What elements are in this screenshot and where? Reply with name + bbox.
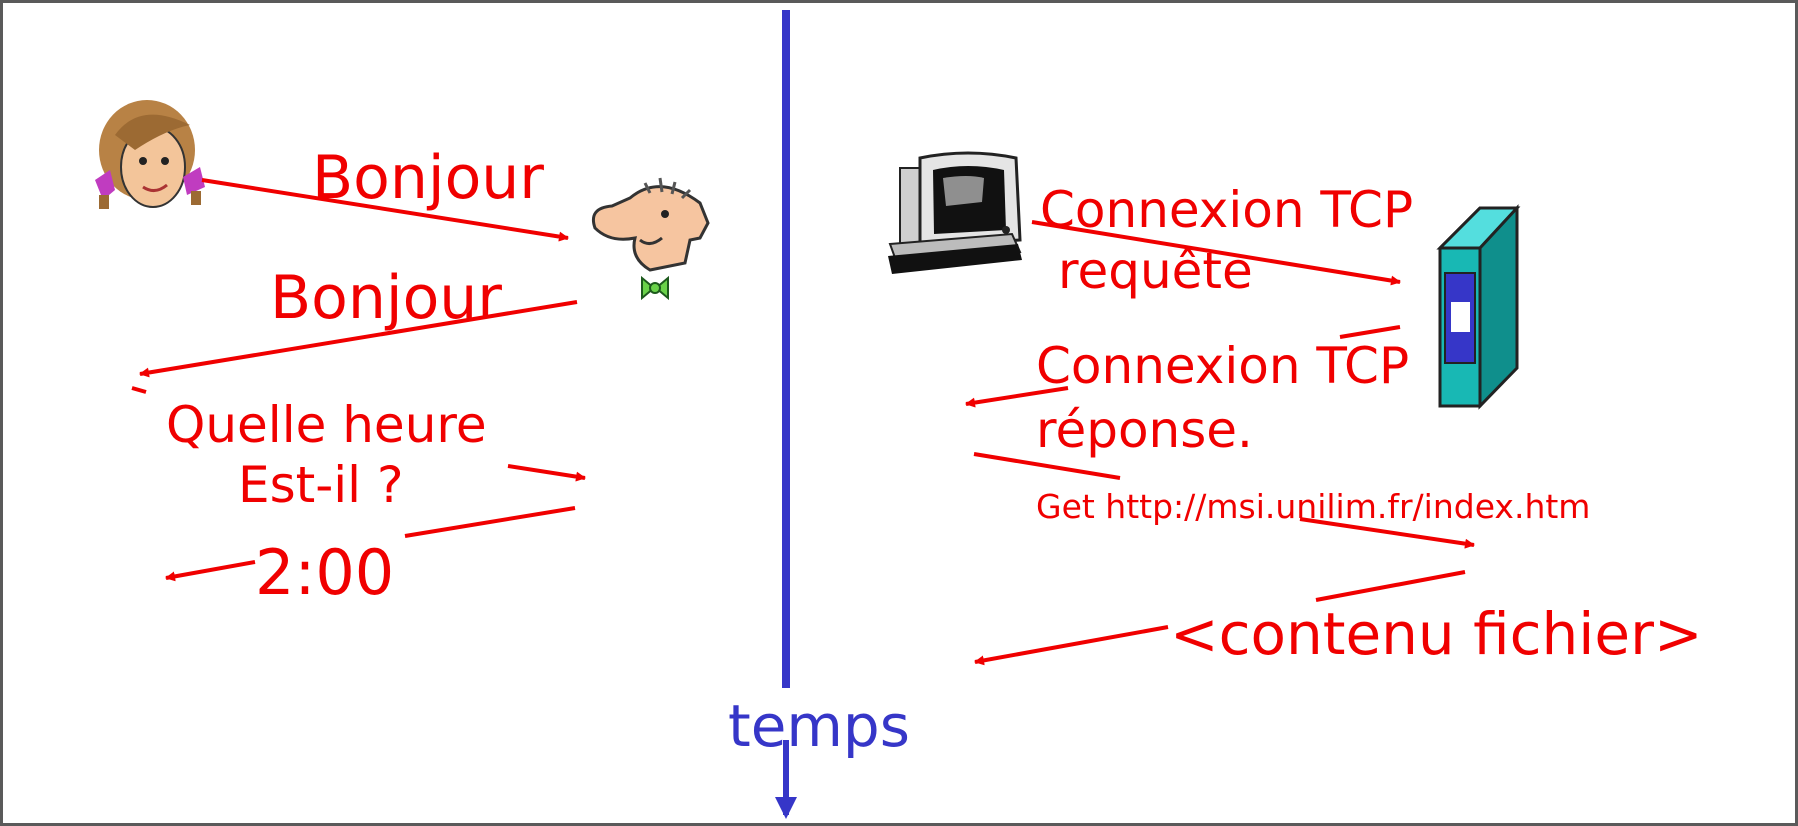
message-label-question-line1: Quelle heure: [166, 396, 487, 454]
woman-face-icon: [95, 100, 205, 209]
message-label-get-request: Get http://msi.unilim.fr/index.htm: [1036, 487, 1590, 526]
message-arrow-tcp-request: [1031, 220, 1401, 286]
message-arrow-question: [507, 464, 586, 482]
message-label-tcp-request-line1: Connexion TCP: [1040, 181, 1413, 239]
desktop-computer-icon: [888, 151, 1022, 274]
message-arrow-tcp-response-a: [1339, 325, 1401, 339]
message-label-answer: 2:00: [255, 536, 394, 609]
message-arrow-get-b: [1299, 517, 1475, 549]
message-arrow-bonjour-sent: [201, 178, 569, 242]
message-arrow-get-a: [973, 452, 1121, 480]
message-label-bonjour-reply: Bonjour: [270, 263, 502, 333]
message-arrow-content-b: [974, 625, 1169, 666]
message-arrow-tcp-response-b: [965, 386, 1069, 408]
message-arrow-content-a: [1315, 570, 1466, 602]
server-tower-icon: [1436, 204, 1521, 410]
message-label-question-line2: Est-il ?: [238, 456, 404, 514]
message-arrow-tick: [131, 386, 147, 394]
message-label-file-content: <contenu fichier>: [1170, 600, 1703, 668]
message-label-tcp-response-line1: Connexion TCP: [1036, 337, 1409, 395]
time-label: temps: [728, 692, 910, 760]
message-arrow-answer-b: [165, 560, 256, 582]
man-face-icon: [591, 177, 710, 301]
message-label-bonjour-sent: Bonjour: [312, 143, 544, 213]
message-arrow-answer-a: [404, 506, 576, 538]
message-arrow-bonjour-reply: [139, 300, 578, 378]
message-label-tcp-response-line2: réponse.: [1036, 401, 1253, 459]
message-label-tcp-request-line2: requête: [1058, 242, 1253, 300]
